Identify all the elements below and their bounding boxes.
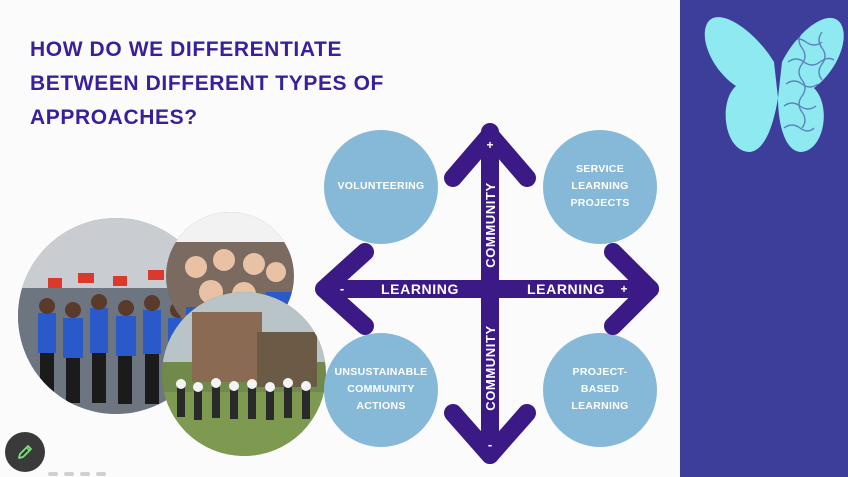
community-label-bottom: COMMUNITY: [483, 325, 498, 411]
toolbar-dot[interactable]: [96, 472, 106, 476]
minus-left-sign: -: [340, 281, 344, 296]
toolbar-dot[interactable]: [64, 472, 74, 476]
toolbar-dot[interactable]: [80, 472, 90, 476]
pencil-tool-button[interactable]: [5, 432, 45, 472]
label-service-learning: SERVICE LEARNING PROJECTS: [545, 161, 655, 212]
plus-top-sign: +: [486, 138, 493, 152]
toolbar-dot[interactable]: [48, 472, 58, 476]
label-volunteering: VOLUNTEERING: [326, 178, 436, 195]
photo-group-courtyard: [162, 292, 326, 456]
learning-label-right: LEARNING: [527, 281, 605, 297]
learning-label-left: LEARNING: [381, 281, 459, 297]
pencil-icon: [16, 443, 34, 461]
minus-bottom-sign: -: [488, 437, 492, 452]
butterfly-puzzle-logo: [698, 2, 848, 162]
slide-toolbar-dots: [48, 472, 106, 476]
approaches-diagram: LEARNING LEARNING COMMUNITY COMMUNITY + …: [310, 120, 670, 470]
label-unsustainable-actions: UNSUSTAINABLE COMMUNITY ACTIONS: [326, 364, 436, 415]
brand-side-panel: [680, 0, 848, 477]
slide-canvas: HOW DO WE DIFFERENTIATE BETWEEN DIFFEREN…: [0, 0, 680, 477]
community-label-top: COMMUNITY: [483, 182, 498, 268]
label-project-based: PROJECT- BASED LEARNING: [545, 364, 655, 415]
plus-right-sign: +: [620, 282, 627, 296]
